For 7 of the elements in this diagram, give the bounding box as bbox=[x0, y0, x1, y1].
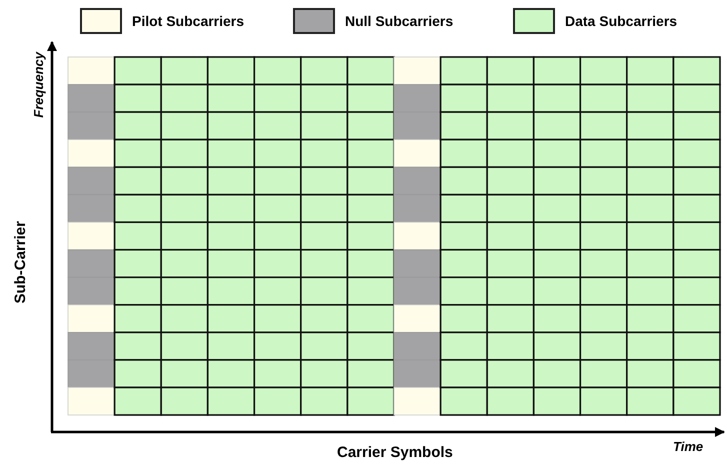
legend-label: Data Subcarriers bbox=[565, 13, 678, 29]
legend-label: Pilot Subcarriers bbox=[132, 13, 244, 29]
legend-label: Null Subcarriers bbox=[345, 13, 454, 29]
axis-title: Sub-Carrier bbox=[12, 220, 28, 304]
axis-title: Carrier Symbols bbox=[337, 444, 453, 460]
axis-label: Time bbox=[673, 438, 704, 454]
axis-label: Frequency bbox=[30, 52, 46, 118]
